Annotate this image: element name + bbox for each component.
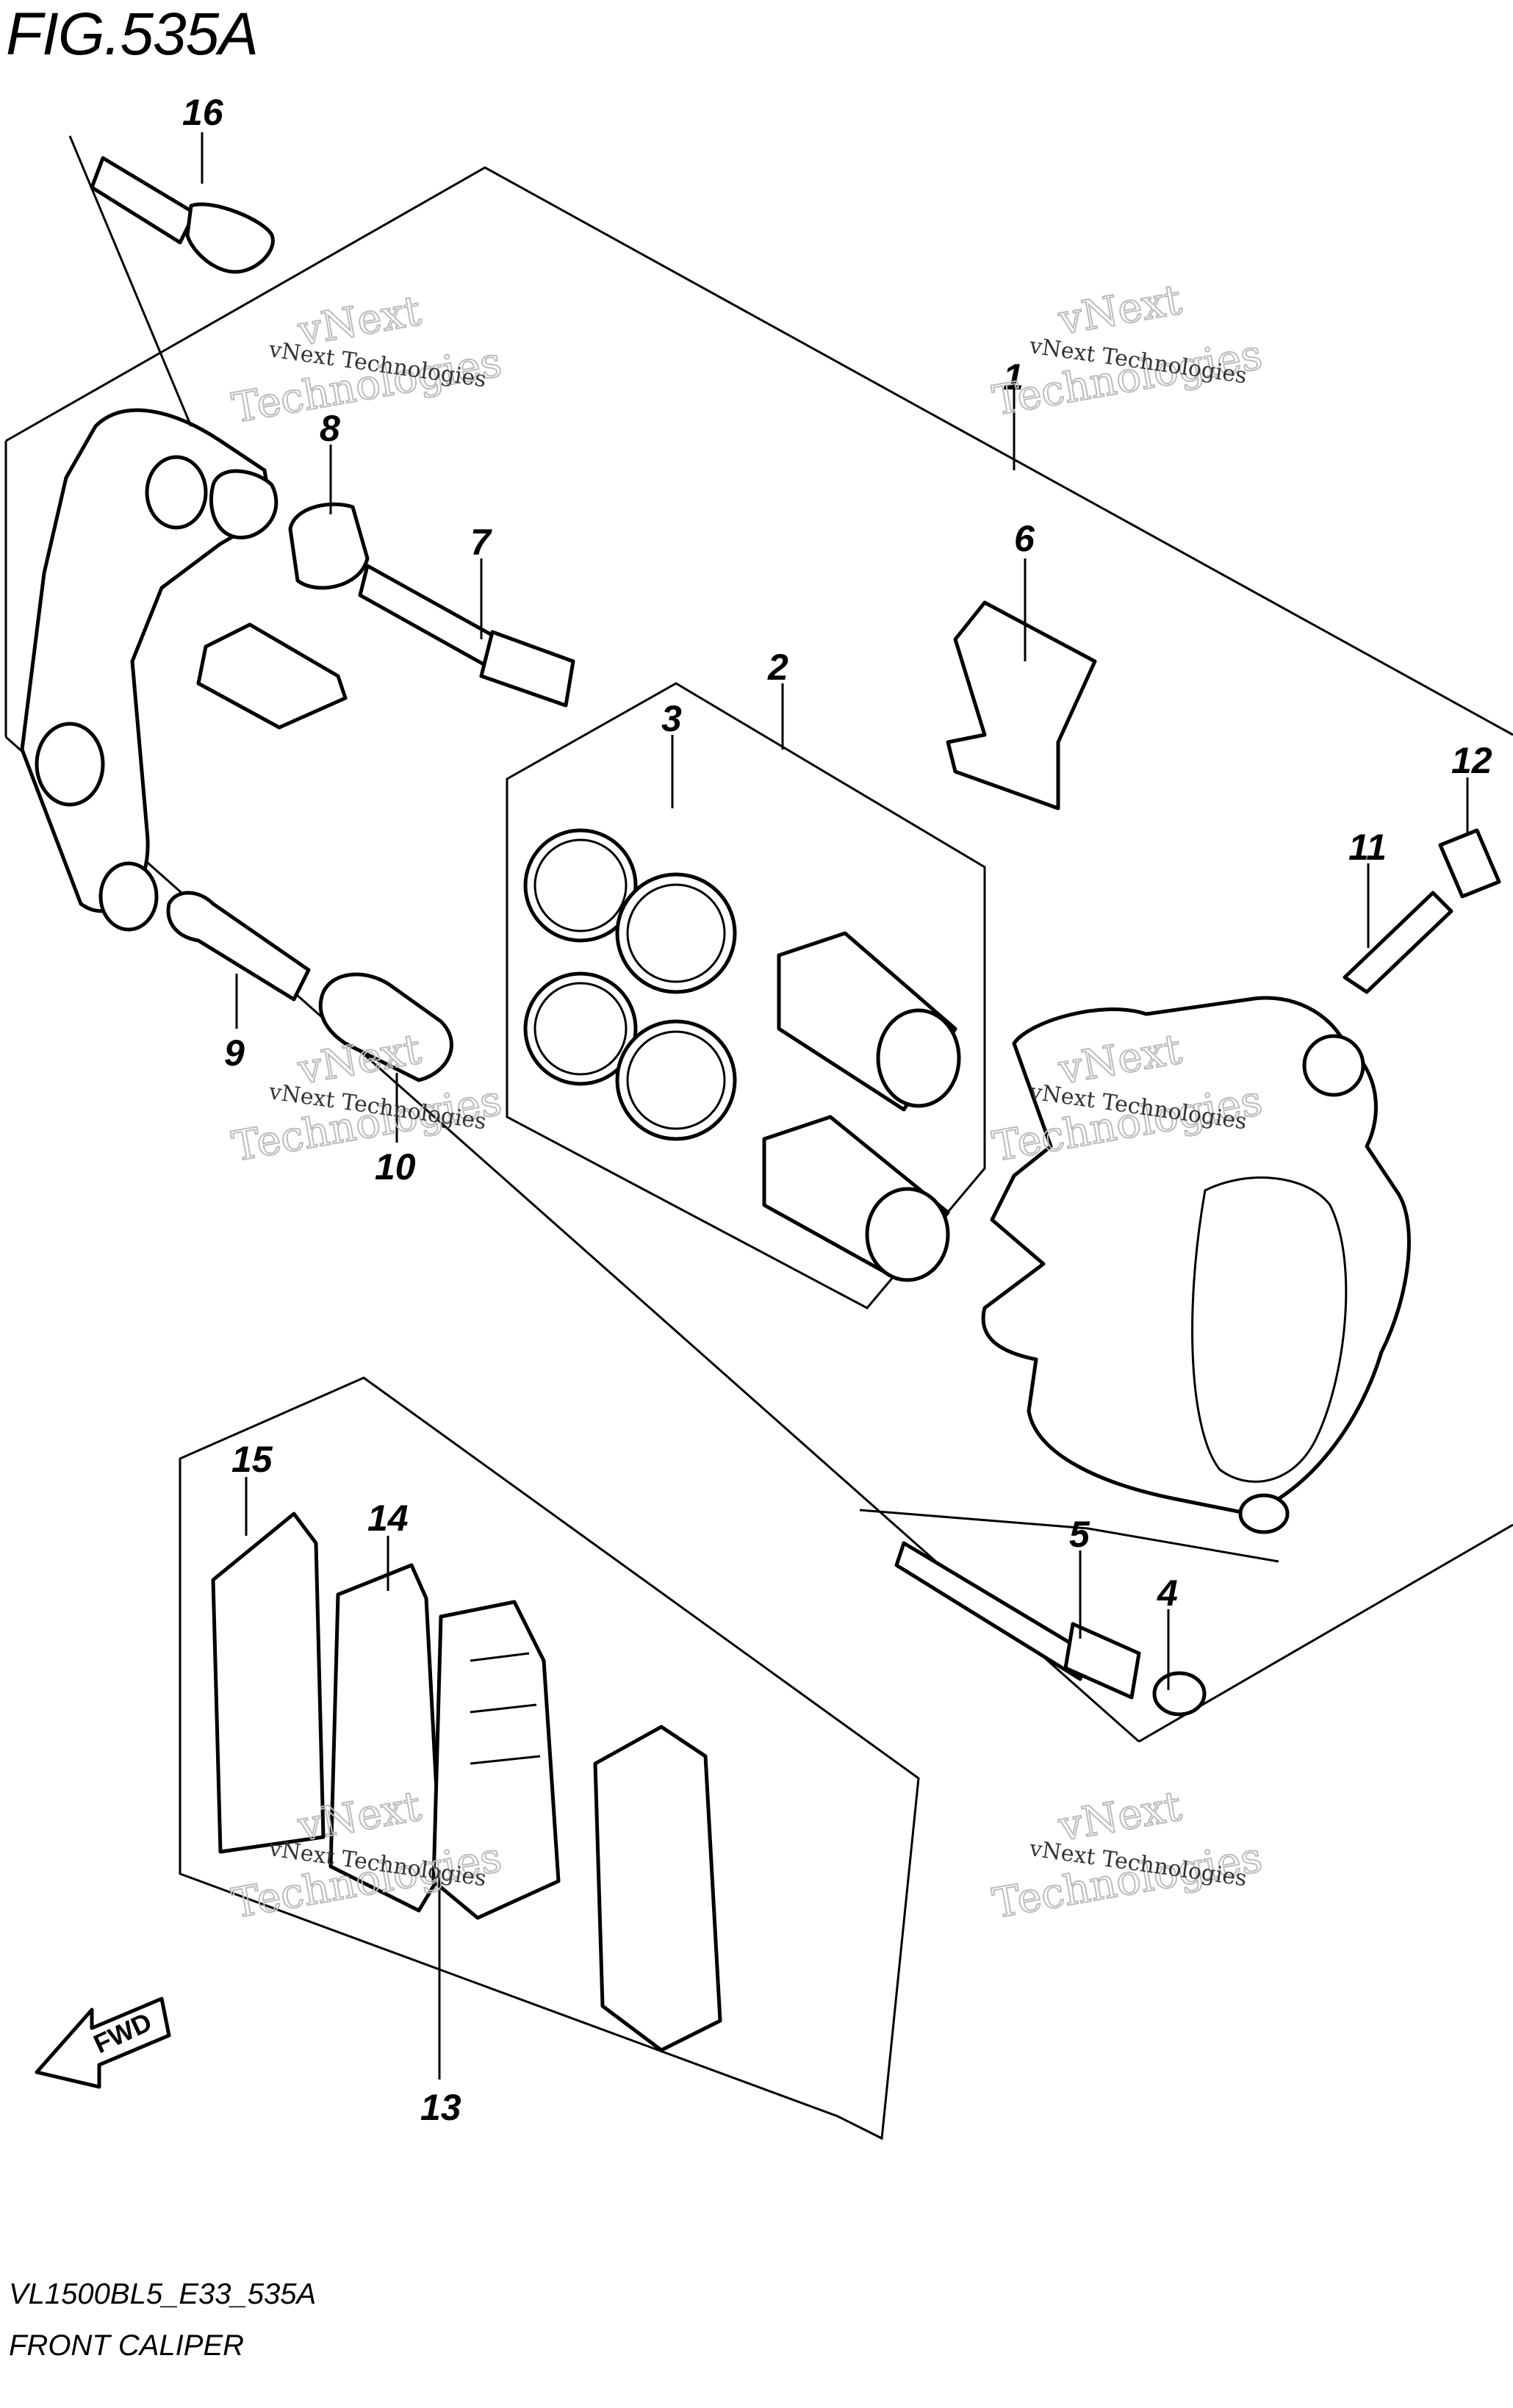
callout-numbers: 1 2 3 4 5 6 7 8 9 10 11 12 13 14 15 16 — [182, 92, 1492, 2128]
callout-15: 15 — [231, 1439, 273, 1480]
watermark-6: vNext Technologies vNext Technologies — [988, 1782, 1266, 1929]
callout-14: 14 — [367, 1498, 409, 1539]
caliper-bracket — [20, 408, 278, 932]
callout-12: 12 — [1451, 740, 1492, 781]
part-8-bushing — [288, 502, 370, 590]
watermark-2: vNext Technologies vNext Technologies — [988, 276, 1266, 426]
callout-16: 16 — [182, 92, 224, 133]
part-9-pin — [166, 891, 311, 1002]
part-11-bleeder — [1343, 891, 1453, 994]
fwd-arrow: FWD — [35, 1997, 171, 2089]
svg-text:vNext: vNext — [1054, 1783, 1185, 1851]
part-12-cap — [1438, 828, 1501, 899]
figure-title: FIG.535A — [6, 1, 259, 68]
callout-8: 8 — [320, 408, 340, 449]
callout-13: 13 — [420, 2087, 461, 2128]
watermark-1: vNext Technologies vNext Technologies — [228, 287, 506, 434]
part-5-pin — [859, 1509, 1279, 1700]
callout-4: 4 — [1157, 1573, 1178, 1614]
pad-clip — [196, 622, 348, 730]
part-10-boot — [318, 972, 453, 1082]
callout-7: 7 — [470, 522, 492, 563]
brake-pad-box — [179, 1376, 920, 2141]
part-7-pin — [358, 564, 575, 708]
callout-11: 11 — [1348, 827, 1387, 868]
part-6-spring — [946, 600, 1097, 811]
seal-kit-box — [506, 682, 986, 1309]
svg-text:vNext: vNext — [1054, 276, 1185, 345]
callout-5: 5 — [1069, 1514, 1090, 1555]
caliper-body — [981, 996, 1411, 1534]
callout-6: 6 — [1014, 518, 1035, 559]
callout-9: 9 — [224, 1032, 245, 1074]
leader-lines — [201, 132, 1469, 2080]
callout-1: 1 — [1003, 356, 1024, 398]
diagram-code: VL1500BL5_E33_535A — [9, 2278, 317, 2310]
watermark-3: vNext Technologies vNext Technologies — [228, 1025, 506, 1172]
callout-2: 2 — [767, 647, 788, 688]
svg-text:vNext: vNext — [294, 1026, 425, 1094]
part-4-plug — [1152, 1671, 1207, 1717]
callout-3: 3 — [661, 698, 682, 739]
diagram-subtitle: FRONT CALIPER — [9, 2329, 245, 2362]
callout-10: 10 — [375, 1146, 416, 1187]
part-16-bolt — [68, 135, 275, 427]
